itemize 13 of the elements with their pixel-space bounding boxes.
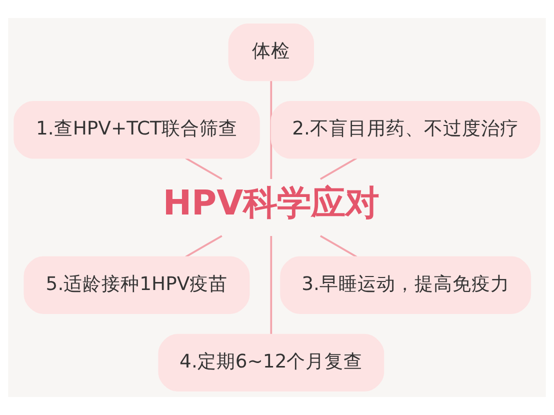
node-box: 5.适龄接种1HPV疫苗 [24, 256, 250, 314]
node-text: HPV科学应对 [162, 184, 380, 224]
connector [320, 235, 358, 258]
connector [320, 157, 358, 180]
node-box: 3.早睡运动，提高免疫力 [280, 256, 532, 314]
node-box: 2.不盲目用药、不过度治疗 [270, 101, 540, 159]
connector [270, 236, 272, 334]
node-box: 1.查HPV+TCT联合筛查 [14, 101, 260, 159]
connector [185, 157, 222, 180]
node-box: 体检 [228, 23, 314, 82]
connector [185, 235, 222, 258]
connector [270, 80, 272, 180]
node-box: 4.定期6~12个月复查 [158, 334, 384, 392]
